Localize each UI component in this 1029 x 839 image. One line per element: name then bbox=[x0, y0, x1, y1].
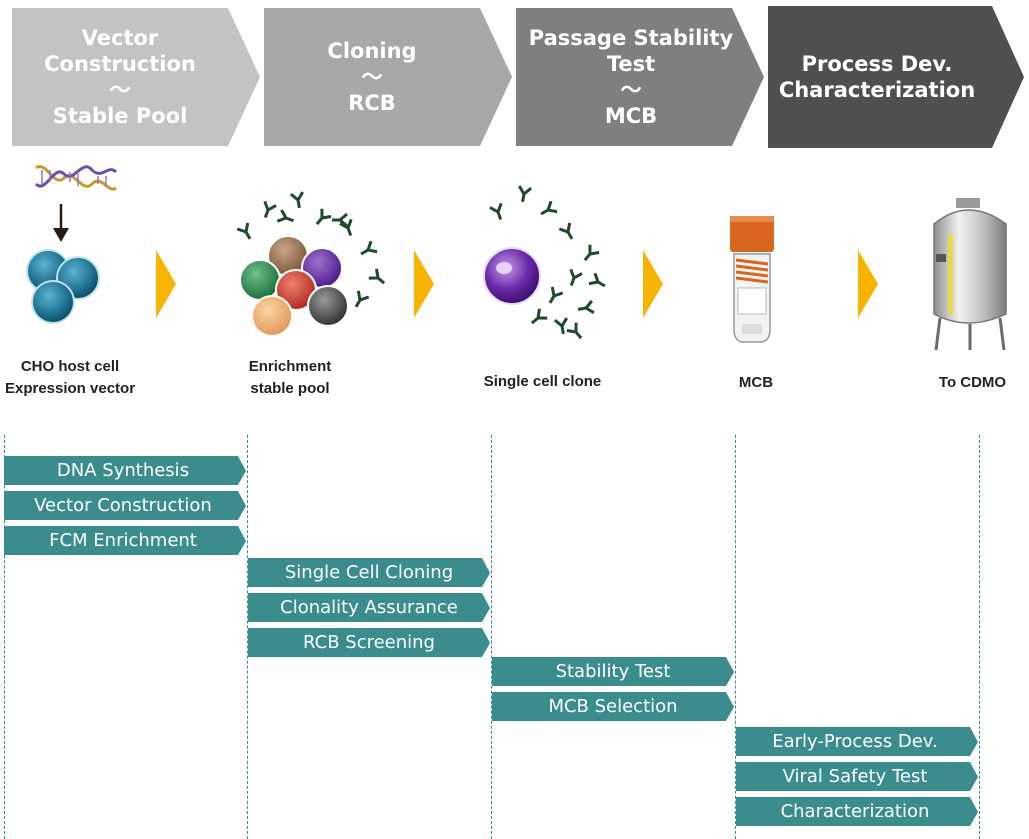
cho-cells-icon bbox=[26, 249, 100, 324]
stage-label-clone: Single cell clone bbox=[483, 373, 602, 390]
task-bar-fcm-enrichment bbox=[4, 526, 246, 555]
timeline-divider bbox=[491, 435, 492, 839]
flow-arrow-1 bbox=[156, 250, 176, 318]
phase-chevron-4 bbox=[768, 6, 1024, 148]
phase-header bbox=[12, 6, 1024, 148]
task-bar-viral-safety-test bbox=[736, 762, 978, 791]
task-label-dna-synthesis: DNA Synthesis bbox=[56, 460, 190, 481]
task-bar-vector-construction bbox=[4, 491, 246, 520]
phase-chevron-2 bbox=[264, 8, 512, 146]
timeline-divider bbox=[4, 435, 5, 839]
flow-arrow-4 bbox=[858, 250, 878, 318]
timeline-divider bbox=[247, 435, 248, 839]
task-bar-characterization bbox=[736, 797, 978, 826]
cell-pool-icon bbox=[235, 190, 390, 337]
bioreactor-tank-icon bbox=[933, 198, 1007, 351]
phase-label-4: Process Dev. Characterization bbox=[778, 52, 976, 102]
flow-arrow-3 bbox=[643, 250, 663, 318]
stage-label-cdmo: To CDMO bbox=[938, 374, 1007, 391]
phase-chevron-1 bbox=[12, 8, 260, 146]
task-bar-mcb-selection bbox=[492, 692, 734, 721]
task-bar-rcb-screening bbox=[248, 628, 490, 657]
task-label-viral-safety-test: Viral Safety Test bbox=[782, 766, 928, 787]
task-bar-clonality-assurance bbox=[248, 593, 490, 622]
task-label-characterization: Characterization bbox=[780, 801, 930, 822]
timeline-divider bbox=[979, 435, 980, 839]
phase-chevron-3 bbox=[516, 8, 764, 146]
task-label-vector-construction: Vector Construction bbox=[34, 495, 212, 516]
task-bar-stability-test bbox=[492, 657, 734, 686]
phase-label-3: Passage Stability Test ～ MCB bbox=[528, 26, 734, 128]
task-bar-dna-synthesis bbox=[4, 456, 246, 485]
task-label-stability-test: Stability Test bbox=[555, 661, 671, 682]
phase-label-1: Vector Construction ～ Stable Pool bbox=[44, 26, 196, 128]
task-label-fcm-enrichment: FCM Enrichment bbox=[49, 530, 197, 551]
timeline-divider bbox=[735, 435, 736, 839]
stage-label-cho: CHO host cell Expression vector bbox=[4, 358, 136, 397]
stage-label-mcb: MCB bbox=[738, 374, 774, 391]
single-cell-icon bbox=[483, 184, 610, 344]
task-bar-early-process-dev bbox=[736, 727, 978, 756]
task-label-clonality-assurance: Clonality Assurance bbox=[280, 597, 458, 618]
task-label-mcb-selection: MCB Selection bbox=[548, 696, 678, 717]
flow-arrow-2 bbox=[414, 250, 434, 318]
task-label-early-process-dev: Early-Process Dev. bbox=[772, 731, 938, 752]
task-label-rcb-screening: RCB Screening bbox=[303, 632, 435, 653]
phase-label-2: Cloning ～ RCB bbox=[327, 39, 417, 115]
dna-icon bbox=[34, 165, 118, 242]
task-bars bbox=[4, 456, 978, 826]
task-label-single-cell-cloning: Single Cell Cloning bbox=[284, 562, 454, 583]
stage-label-pool: Enrichment stable pool bbox=[248, 358, 332, 397]
mcb-vial-icon bbox=[730, 216, 774, 343]
task-bar-single-cell-cloning bbox=[248, 558, 490, 587]
